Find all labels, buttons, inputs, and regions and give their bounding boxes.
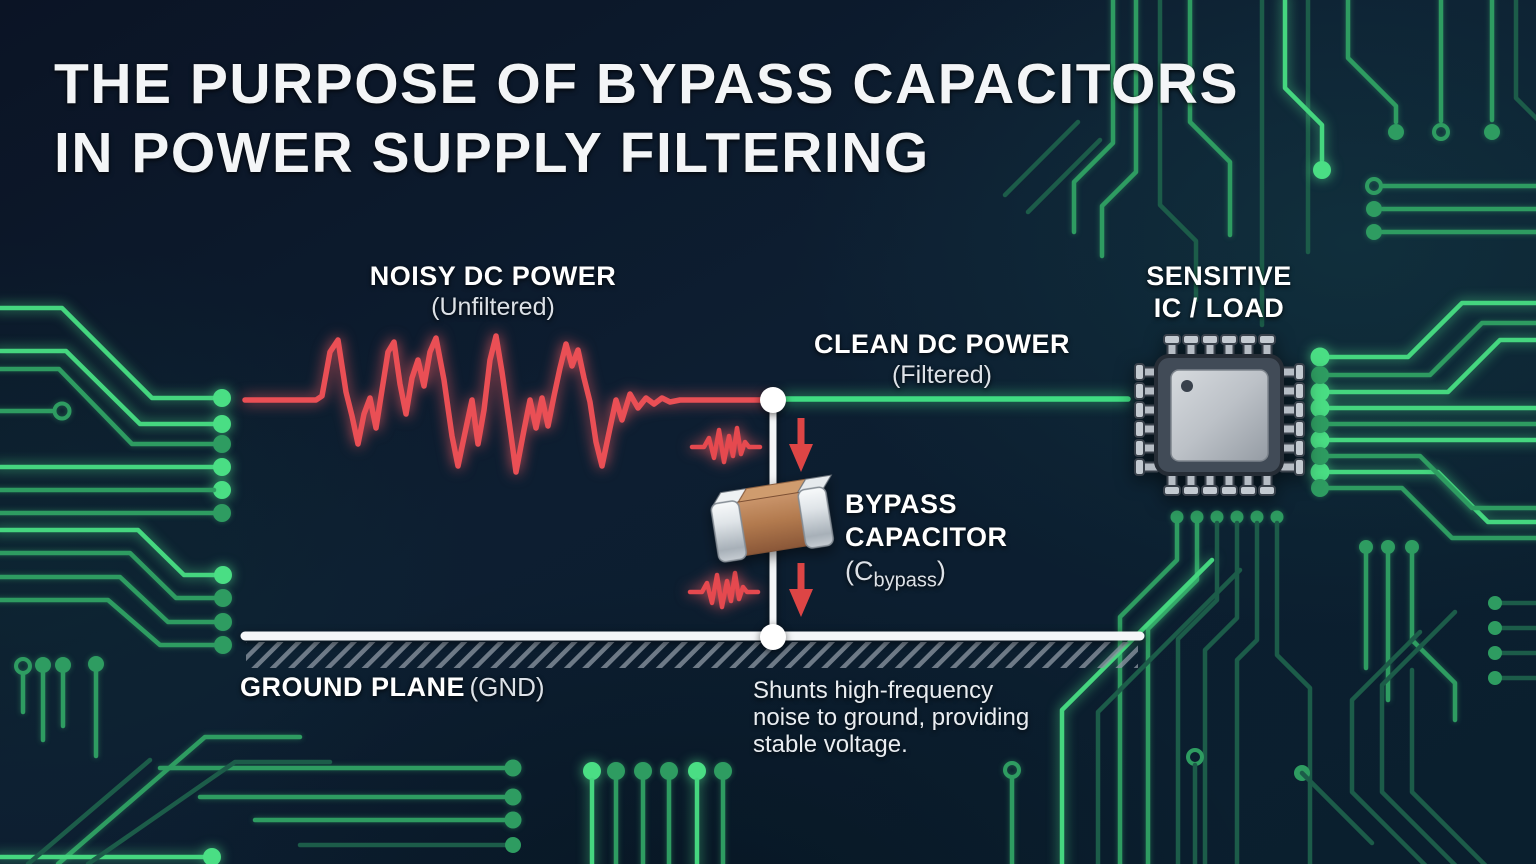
ground-hatch — [246, 642, 1138, 668]
clean-label-sub: (Filtered) — [891, 361, 992, 389]
clean-dc-power-label: CLEAN DC POWER (Filtered) — [792, 328, 1092, 390]
ground-label-main: GROUND PLANE — [240, 672, 466, 702]
junction-dot-ground — [760, 624, 786, 650]
chip-pin1-dot — [1181, 380, 1193, 392]
noisy-waveform — [242, 333, 776, 475]
clean-label-main: CLEAN DC POWER — [814, 329, 1070, 359]
ground-label-sub: (GND) — [469, 672, 545, 702]
noise-squiggle-icon-upper — [692, 428, 760, 462]
pcb-traces-bottom-center — [583, 762, 732, 864]
ic-label-line2: IC / LOAD — [1153, 293, 1285, 323]
chip-die — [1170, 369, 1269, 462]
caption-line3: stable voltage. — [753, 731, 908, 758]
title-line-1: THE PURPOSE OF BYPASS CAPACITORS — [54, 52, 1239, 116]
ground-plane-label: GROUND PLANE (GND) — [240, 671, 545, 703]
ic-chip-icon — [1134, 334, 1305, 496]
pcb-traces-top-right — [1002, 0, 1536, 328]
bypass-formula: (Cbypass) — [845, 556, 1008, 592]
noisy-label-sub: (Unfiltered) — [431, 293, 555, 321]
smd-capacitor-icon — [710, 474, 834, 563]
pcb-traces-right-of-chip — [1310, 300, 1536, 723]
bypass-capacitor-label: BYPASS CAPACITOR (Cbypass) — [845, 488, 1008, 592]
noisy-dc-power-label: NOISY DC POWER (Unfiltered) — [343, 260, 643, 322]
caption-line1: Shunts high-frequency — [753, 677, 994, 704]
pcb-traces-left — [0, 305, 232, 654]
formula-sub: bypass — [873, 569, 937, 592]
ground-plane — [240, 631, 1145, 668]
formula-close: ) — [936, 556, 946, 586]
noise-squiggle-icon-lower — [690, 573, 758, 607]
down-arrow-icon-upper — [789, 418, 813, 472]
bypass-label-line1: BYPASS — [845, 489, 958, 519]
bypass-label-line2: CAPACITOR — [845, 522, 1008, 552]
noisy-label-main: NOISY DC POWER — [369, 261, 617, 291]
junction-dot-power — [760, 387, 786, 413]
down-arrow-icon-lower — [789, 563, 813, 617]
title-line-2: IN POWER SUPPLY FILTERING — [54, 121, 930, 185]
caption-line2: noise to ground, providing — [753, 704, 1030, 731]
ic-label-line1: SENSITIVE — [1146, 261, 1292, 291]
sensitive-ic-label: SENSITIVE IC / LOAD — [1094, 260, 1344, 324]
pcb-traces-bottom-left — [0, 656, 522, 864]
caption-text: Shunts high-frequency noise to ground, p… — [753, 677, 1029, 758]
pcb-traces-bottom-right — [1003, 510, 1536, 864]
formula-open: (C — [845, 556, 874, 586]
page-title: THE PURPOSE OF BYPASS CAPACITORS IN POWE… — [54, 50, 1239, 188]
